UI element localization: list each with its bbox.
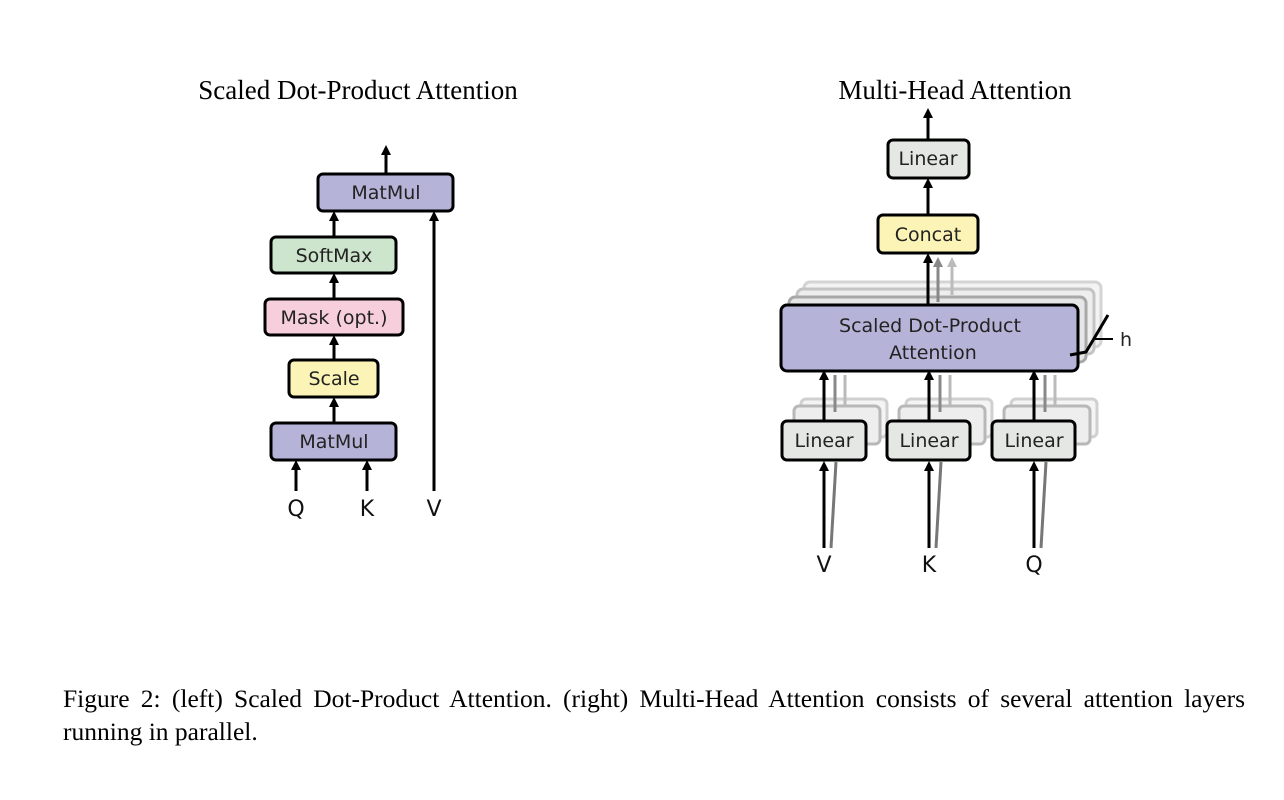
- matmul-bottom-label: MatMul: [299, 431, 368, 453]
- linear-top-label: Linear: [898, 148, 957, 170]
- linear-q-label: Linear: [1004, 430, 1063, 452]
- right-arrows: [819, 108, 1039, 548]
- concat-label: Concat: [895, 224, 961, 246]
- left-input-q: Q: [287, 497, 304, 522]
- left-input-v: V: [426, 497, 441, 522]
- figure-caption: Figure 2: (left) Scaled Dot-Product Atte…: [63, 684, 1245, 746]
- right-input-k: K: [922, 553, 937, 578]
- scale-block: Scale: [287, 358, 380, 399]
- softmax-label: SoftMax: [296, 245, 373, 267]
- concat-block: Concat: [876, 213, 980, 255]
- sdpa-label-line2: Attention: [889, 342, 977, 364]
- linear-v-label: Linear: [794, 430, 853, 452]
- linear-k-label: Linear: [899, 430, 958, 452]
- softmax-block: SoftMax: [269, 235, 398, 275]
- sdpa-block: Scaled Dot-Product Attention: [779, 303, 1080, 373]
- mask-label: Mask (opt.): [281, 307, 388, 329]
- heads-bracket: h: [1069, 314, 1132, 357]
- linear-v-block: Linear: [780, 419, 868, 462]
- left-arrows: [291, 145, 439, 491]
- scale-label: Scale: [308, 368, 359, 390]
- left-diagram-title: Scaled Dot-Product Attention: [198, 75, 518, 105]
- right-diagram-title: Multi-Head Attention: [838, 75, 1072, 105]
- matmul-bottom-block: MatMul: [269, 421, 398, 462]
- linear-k-block: Linear: [885, 419, 972, 462]
- matmul-top-label: MatMul: [351, 182, 420, 204]
- parallel-head-arrows: [829, 257, 1057, 549]
- right-input-q: Q: [1025, 553, 1042, 578]
- linear-top-block: Linear: [886, 138, 971, 180]
- sdpa-label-line1: Scaled Dot-Product: [839, 315, 1021, 337]
- mask-block: Mask (opt.): [263, 297, 405, 337]
- right-input-v: V: [816, 553, 831, 578]
- linear-q-block: Linear: [990, 419, 1077, 462]
- left-input-k: K: [360, 497, 375, 522]
- matmul-top-block: MatMul: [316, 172, 455, 213]
- heads-label: h: [1120, 329, 1132, 351]
